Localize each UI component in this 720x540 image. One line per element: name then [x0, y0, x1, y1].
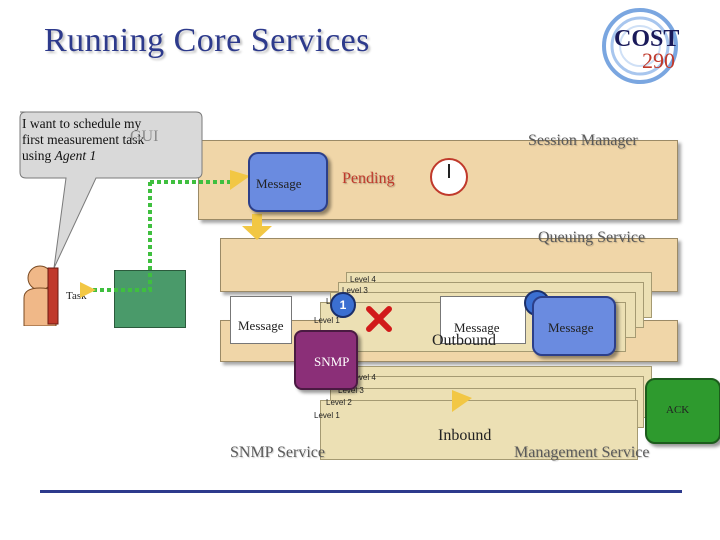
queue-message-box	[230, 296, 292, 344]
task-box	[114, 270, 186, 328]
callout-line-3: using Agent 1	[22, 148, 202, 164]
ack-box	[645, 378, 720, 444]
snmp-box	[294, 330, 358, 390]
queue-badge-1: 1	[330, 292, 356, 318]
callout-line-3-prefix: using	[22, 148, 55, 163]
snmp-level-1-label: Level 1	[314, 411, 340, 420]
arrow-right-inbound-icon	[452, 390, 472, 412]
logo-text: COST	[614, 26, 680, 52]
queue-level-1-label: Level 1	[314, 316, 340, 325]
snmp-level-3-label: Level 3	[338, 386, 364, 395]
callout-line-1: I want to schedule my	[22, 116, 142, 131]
queue-message-label: Message	[238, 318, 284, 333]
queue-level-3-label: Level 3	[342, 286, 368, 295]
ack-label: ACK	[666, 404, 690, 416]
outbound-label: Outbound	[432, 332, 496, 349]
gui-label: GUI	[130, 128, 159, 145]
cost-logo-icon	[602, 8, 678, 84]
cost-logo: COST 290	[592, 6, 690, 86]
arrow-left-person-icon	[80, 282, 96, 298]
session-status: Pending	[342, 170, 395, 187]
callout-text: I want to schedule my first measurement …	[22, 116, 202, 164]
snmp-level-2-label: Level 2	[326, 398, 352, 407]
session-manager-label: Session Manager	[528, 132, 638, 149]
snmp-service-label: SNMP Service	[230, 444, 325, 461]
logo-number: 290	[642, 48, 675, 73]
snmp-level-4-label: Level 4	[350, 373, 376, 382]
slide-title: Running Core Services	[44, 22, 370, 59]
arrow-down-icon	[242, 214, 272, 240]
outbound-message-label: Message	[454, 320, 500, 335]
snmp-level-1	[320, 400, 638, 460]
outbound-message-box	[440, 296, 526, 344]
callout-agent: Agent 1	[54, 148, 97, 163]
right-message-label: Message	[548, 320, 594, 335]
bottom-rule	[40, 490, 682, 493]
right-message-box	[532, 296, 616, 356]
queuing-service-label: Queuing Service	[538, 229, 646, 246]
session-message-label: Message	[256, 176, 302, 191]
inbound-label: Inbound	[438, 427, 492, 444]
callout-line-2: first measurement task	[22, 132, 145, 147]
session-message-box	[248, 152, 328, 212]
management-service-label: Management Service	[514, 444, 650, 461]
timer-icon	[430, 158, 468, 196]
person-icon	[23, 265, 59, 326]
arrow-right-icon	[230, 170, 250, 190]
cross-icon	[366, 306, 392, 332]
dotted-link-task	[80, 182, 152, 292]
queue-level-4-label: Level 4	[350, 275, 376, 284]
snmp-box-label: SNMP	[314, 354, 350, 369]
